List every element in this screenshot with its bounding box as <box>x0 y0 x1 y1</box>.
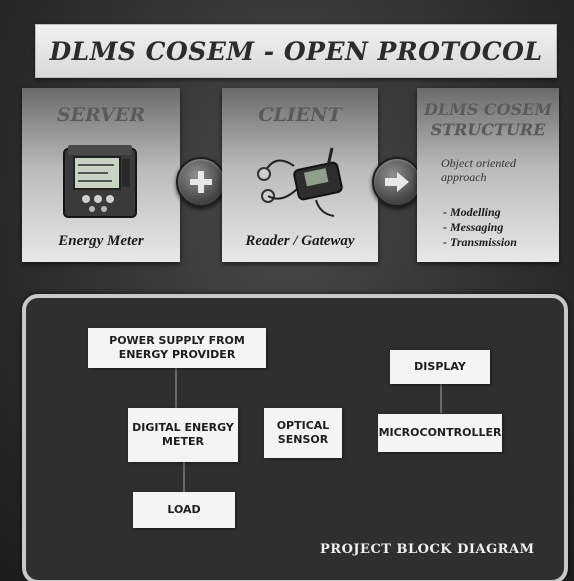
digital-energy-meter-block: DIGITAL ENERGY METER <box>128 408 238 462</box>
plus-icon <box>176 157 226 207</box>
client-panel: CLIENT Reader / Gateway <box>222 88 378 262</box>
structure-title-line2: STRUCTURE <box>430 120 546 139</box>
server-caption: Energy Meter <box>58 233 144 249</box>
list-item: - Modelling <box>443 205 501 219</box>
diagram-caption: PROJECT BLOCK DIAGRAM <box>320 542 535 557</box>
handheld-reader-icon <box>257 147 343 217</box>
energy-meter-icon <box>63 145 137 218</box>
structure-panel: DLMS COSEM STRUCTURE Object oriented app… <box>417 88 559 262</box>
client-title: CLIENT <box>258 104 342 126</box>
structure-list: - Modelling - Messaging - Transmission <box>443 205 517 250</box>
display-block: DISPLAY <box>390 350 490 384</box>
microcontroller-block: MICROCONTROLLER <box>378 414 502 452</box>
power-supply-block: POWER SUPPLY FROM ENERGY PROVIDER <box>88 328 266 368</box>
structure-title: DLMS COSEM STRUCTURE <box>417 100 559 140</box>
page-title: DLMS COSEM - OPEN PROTOCOL <box>49 36 543 66</box>
structure-title-line1: DLMS COSEM <box>423 100 553 119</box>
connector-line <box>175 368 177 408</box>
server-title: SERVER <box>56 104 146 126</box>
load-block: LOAD <box>133 492 235 528</box>
list-item: - Messaging <box>443 220 504 234</box>
title-banner: DLMS COSEM - OPEN PROTOCOL <box>35 24 557 78</box>
structure-description: Object oriented approach <box>441 156 516 184</box>
connector-line <box>183 462 185 492</box>
server-panel: SERVER Energy Meter <box>22 88 180 262</box>
list-item: - Transmission <box>443 235 517 249</box>
optical-sensor-block: OPTICAL SENSOR <box>264 408 342 458</box>
client-caption: Reader / Gateway <box>245 233 355 249</box>
connector-line <box>440 383 442 413</box>
arrow-right-icon <box>372 157 422 207</box>
